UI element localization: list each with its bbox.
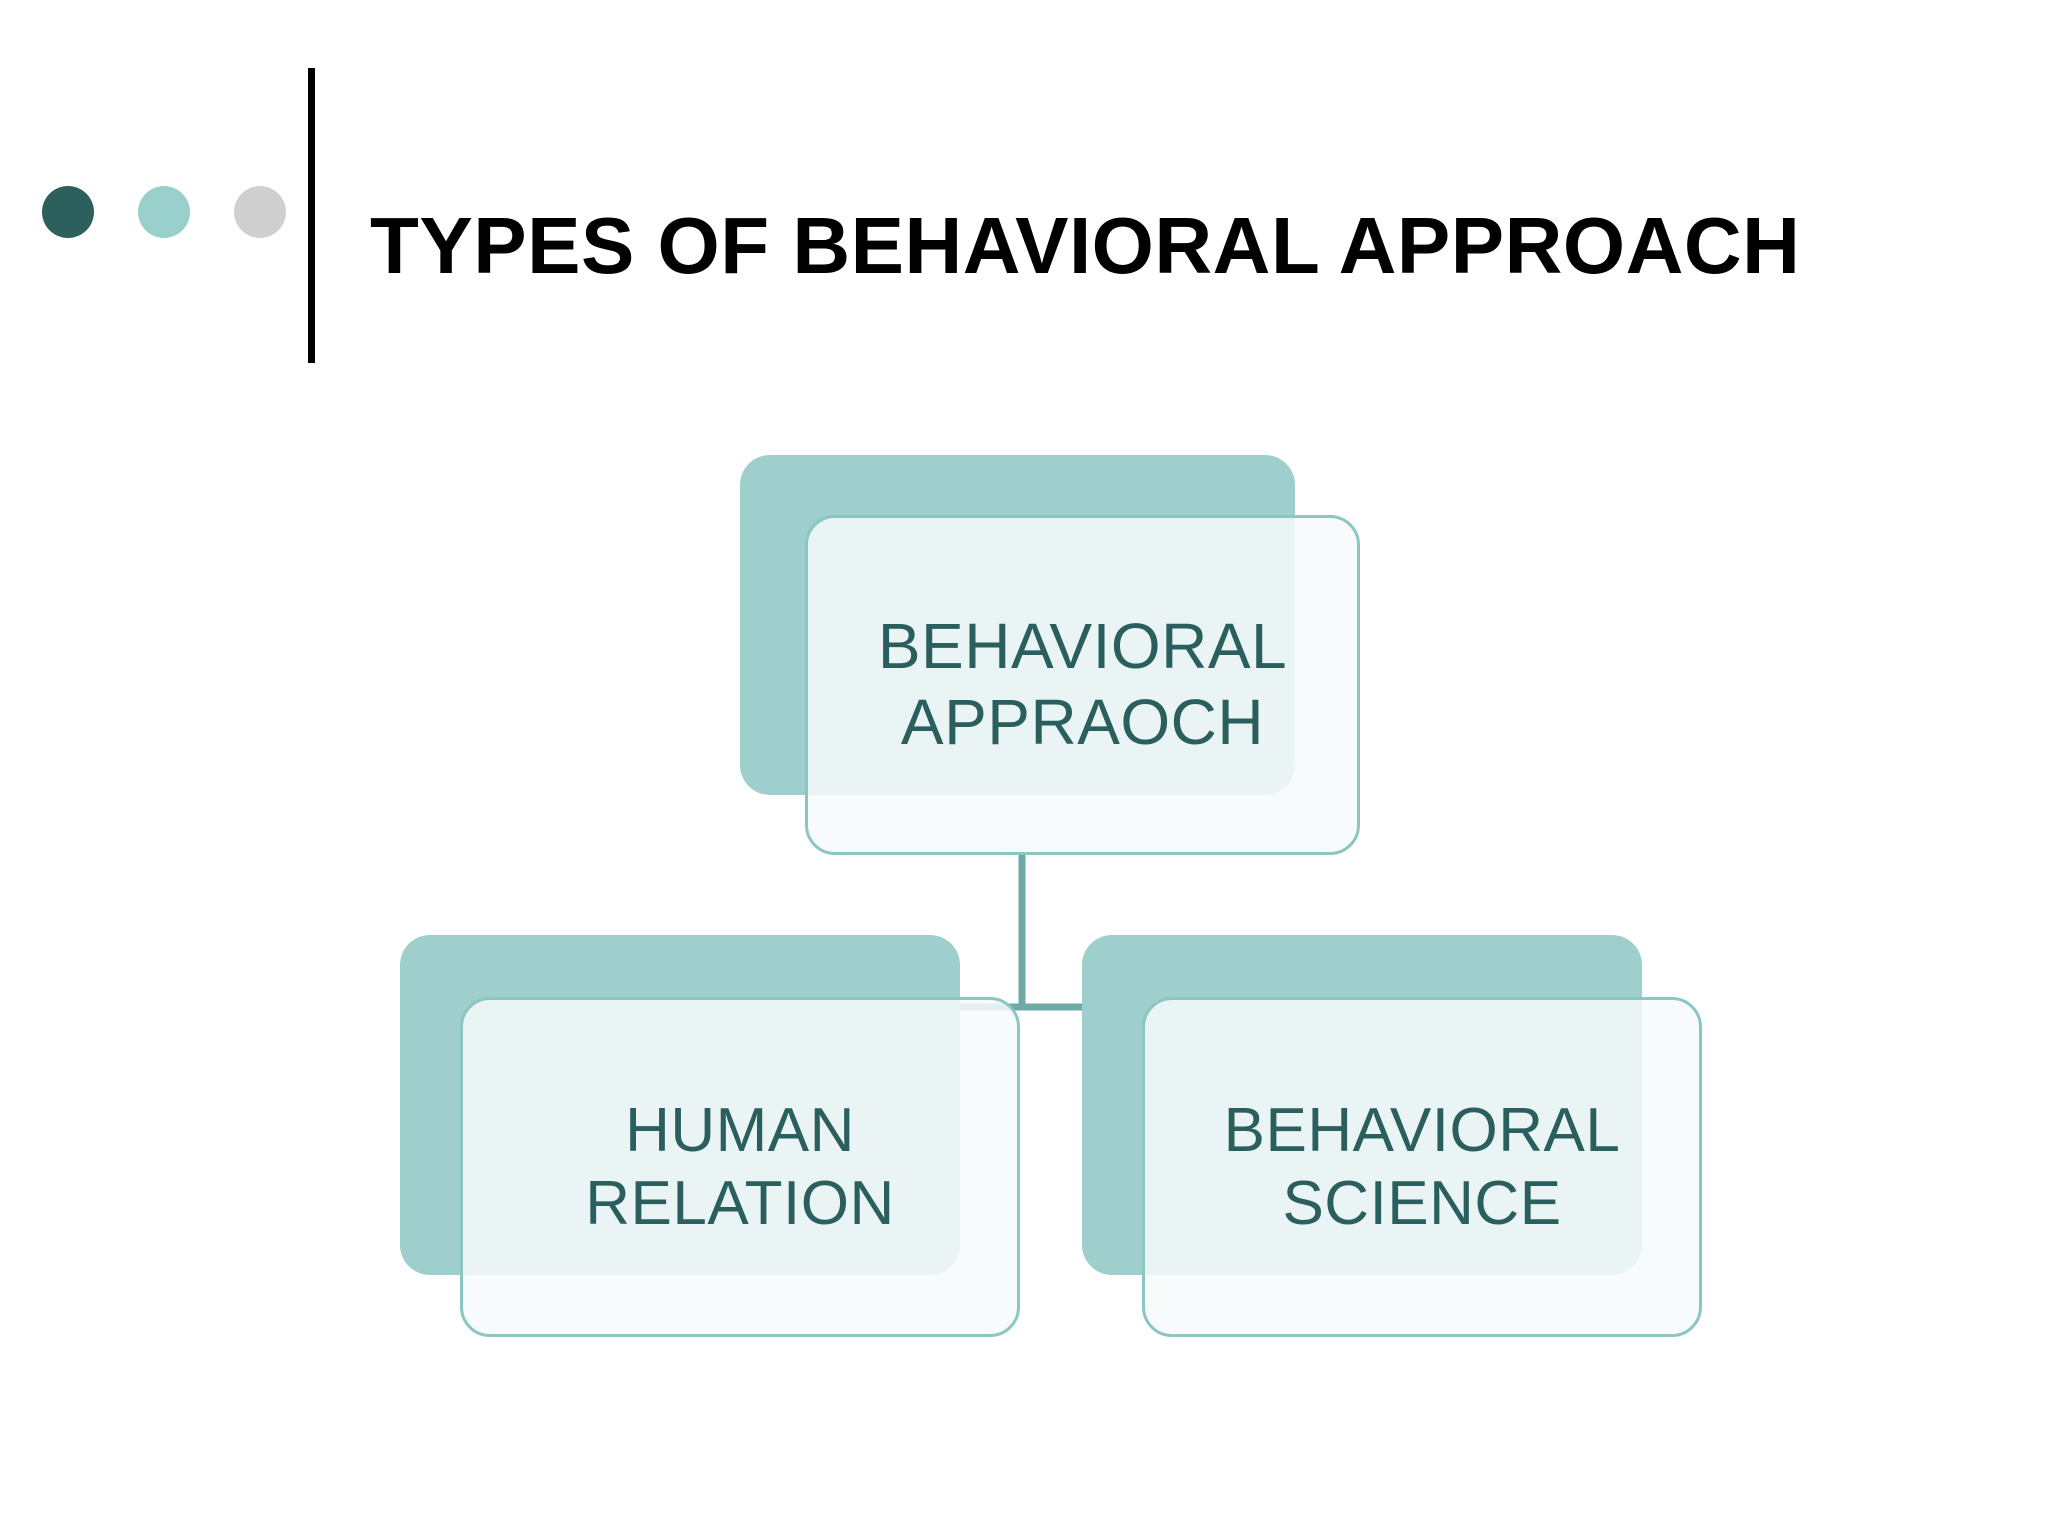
header-vertical-divider xyxy=(308,68,315,363)
node-human-relation[interactable]: HUMAN RELATION xyxy=(400,935,1030,1345)
circle-dot-teal-icon xyxy=(138,186,190,238)
node-face-card[interactable]: BEHAVIORAL SCIENCE xyxy=(1142,997,1702,1337)
node-face-card[interactable]: BEHAVIORAL APPRAOCH xyxy=(805,515,1360,855)
node-face-card[interactable]: HUMAN RELATION xyxy=(460,997,1020,1337)
circle-dot-dark-icon xyxy=(42,186,94,238)
header: TYPES OF BEHAVIORAL APPROACH xyxy=(0,0,2048,380)
node-behavioral-approach[interactable]: BEHAVIORAL APPRAOCH xyxy=(740,455,1360,855)
node-behavioral-science[interactable]: BEHAVIORAL SCIENCE xyxy=(1082,935,1712,1345)
decorative-dots-group xyxy=(42,186,286,238)
circle-dot-gray-icon xyxy=(234,186,286,238)
org-chart-diagram: BEHAVIORAL APPRAOCH HUMAN RELATION BEHAV… xyxy=(0,400,2048,1536)
node-label-root: BEHAVIORAL APPRAOCH xyxy=(877,610,1288,758)
page-title: TYPES OF BEHAVIORAL APPROACH xyxy=(370,200,1801,290)
node-label-left: HUMAN RELATION xyxy=(585,1095,895,1238)
node-label-right: BEHAVIORAL SCIENCE xyxy=(1223,1095,1621,1238)
